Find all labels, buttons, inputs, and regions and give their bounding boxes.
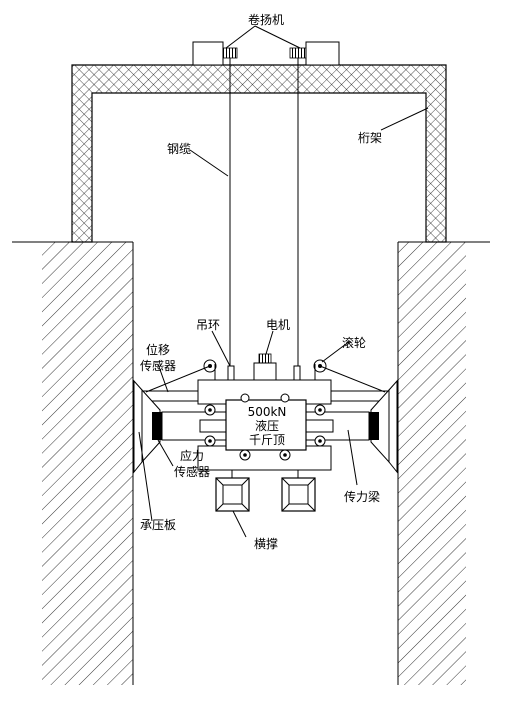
winch-right [289,41,340,66]
truss-frame [71,64,447,243]
motor [253,353,277,382]
label-jack-type: 液压 [255,418,279,433]
label-hanging-ring: 吊环 [196,318,220,332]
hanging-ring-left [227,365,235,381]
label-cross-brace: 横撑 [254,536,278,551]
label-roller: 滚轮 [342,335,366,350]
hanging-ring-right [293,365,301,381]
force-sensor-right [369,412,379,440]
label-motor: 电机 [266,318,290,332]
soil-left [42,242,134,685]
steel-cables [229,58,299,370]
soil-right [397,242,466,685]
label-jack-name: 千斤顶 [249,433,285,447]
force-sensor-left [152,412,162,440]
label-jack-capacity: 500kN [248,405,287,419]
bearing-plate-right [388,379,398,474]
leader-lines [138,25,429,538]
label-bearing-plate: 承压板 [140,518,176,532]
force-beam-right [304,411,370,441]
label-force-beam: 传力梁 [344,489,380,504]
plate-tapers [141,388,390,464]
label-winch: 卷扬机 [248,12,284,27]
hydraulic-jack [225,399,307,451]
brace-struts [231,470,299,478]
label-cable: 钢缆 [167,142,191,156]
label-force-sensor-2: 传感器 [174,464,210,479]
label-displacement-sensor-1: 位移 [146,342,170,357]
force-beam-left [161,411,229,441]
bearing-plate-left [133,379,143,474]
label-force-sensor-1: 应力 [180,448,204,463]
label-displacement-sensor-2: 传感器 [140,358,176,373]
cross-brace-left [215,477,250,512]
label-truss: 桁架 [358,131,382,145]
roller-arms [145,364,386,393]
cross-brace-right [281,477,316,512]
